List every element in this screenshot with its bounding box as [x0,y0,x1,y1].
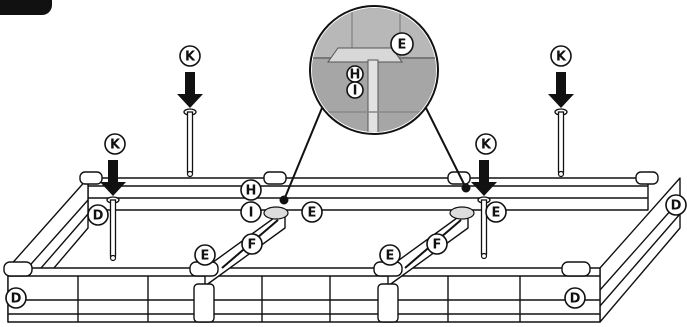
label-f-14-text: F [433,238,442,253]
bracket-joint-left [263,206,289,220]
label-h-15: H [240,179,262,201]
label-f-14: F [426,233,448,255]
bracket-joint-right [449,206,475,220]
label-d-4: D [87,204,109,226]
label-k-2: K [104,133,126,155]
zoom-label-h-text: H [350,68,361,83]
label-d-7-text: D [570,292,581,307]
label-k-2-text: K [110,138,121,153]
right-wall [599,177,681,323]
zoom-label-h: H [346,65,364,83]
label-i-16-text: I [249,206,254,221]
label-d-6: D [5,287,27,309]
zoom-detail [279,5,471,205]
step-badge [0,0,52,15]
label-k-0: K [179,45,201,67]
label-d-6-text: D [11,292,22,307]
label-f-13: F [241,233,263,255]
label-k-3-text: K [481,138,492,153]
label-e-10-text: E [201,249,210,264]
label-e-9-text: E [492,206,501,221]
label-d-5-text: D [671,199,682,214]
corner-connectors [3,171,659,323]
label-d-7: D [564,287,586,309]
back-wall [87,177,649,211]
zoom-label-e: E [390,32,414,56]
label-d-5: D [665,194,687,216]
label-i-16: I [240,201,262,223]
zoom-label-i: I [346,81,364,99]
label-e-11: E [379,244,401,266]
drop-arrow-0 [177,72,203,108]
label-k-1-text: K [556,50,567,65]
label-k-3: K [475,133,497,155]
stake-k-1 [554,108,568,178]
drop-arrow-3 [471,160,497,196]
label-d-4-text: D [93,209,104,224]
label-e-8: E [301,201,323,223]
label-e-8-text: E [308,206,317,221]
label-k-1: K [550,45,572,67]
stake-k-3 [477,196,491,260]
label-e-11-text: E [386,249,395,264]
front-wall [7,267,601,323]
label-f-13-text: F [248,238,257,253]
zoom-label-i-text: I [353,84,358,99]
stake-k-0 [183,108,197,178]
drop-arrow-2 [100,160,126,196]
label-k-0-text: K [185,50,196,65]
label-e-10: E [194,244,216,266]
label-h-15-text: H [246,184,257,199]
zoom-label-e-text: E [398,38,407,53]
stakes [100,72,574,262]
label-e-9: E [485,201,507,223]
drop-arrow-1 [548,72,574,108]
stake-k-2 [106,196,120,262]
